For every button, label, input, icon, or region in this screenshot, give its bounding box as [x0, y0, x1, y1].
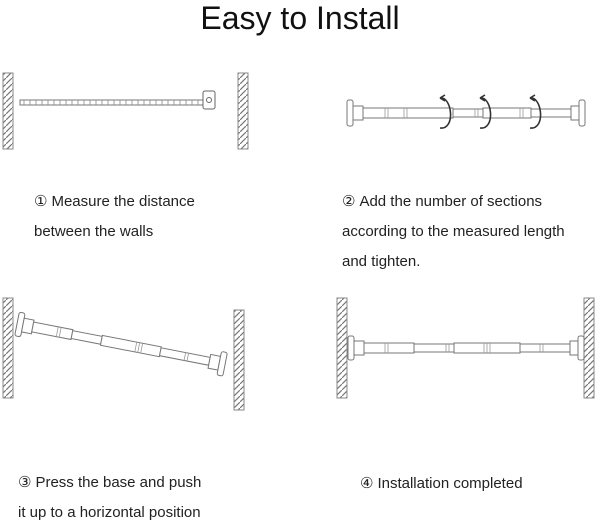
right-wall — [233, 309, 245, 411]
right-wall — [237, 72, 249, 150]
step-2-line-3: and tighten. — [342, 253, 421, 270]
step-2-line-2: according to the measured length — [342, 223, 565, 240]
step-4-number: ④ — [360, 474, 374, 492]
step4-illustration — [336, 297, 595, 399]
left-wall — [2, 72, 14, 150]
step-1-line-1: Measure the distance — [51, 193, 195, 210]
rotate-arrow-1 — [439, 97, 452, 129]
rotate-arrow-3 — [529, 97, 542, 129]
step-3-number: ③ — [18, 473, 32, 491]
right-wall — [583, 297, 595, 399]
rotate-arrow-2 — [479, 97, 492, 129]
left-wall — [2, 297, 14, 399]
step2-illustration — [346, 94, 586, 129]
step-1-line-2: between the walls — [34, 223, 154, 240]
step-3-line-2: it up to a horizontal position — [18, 504, 201, 521]
left-wall — [336, 297, 348, 399]
step1-illustration — [2, 72, 249, 150]
tape-case — [202, 90, 216, 110]
step-4-line-1: Installation completed — [377, 475, 523, 492]
page-title: Easy to Install — [200, 0, 400, 36]
step-1-number: ① — [34, 192, 48, 210]
step3-illustration — [2, 297, 245, 411]
step-2-line-1: Add the number of sections — [359, 193, 543, 210]
step-2-number: ② — [342, 192, 356, 210]
step-3-line-1: Press the base and push — [35, 474, 202, 491]
